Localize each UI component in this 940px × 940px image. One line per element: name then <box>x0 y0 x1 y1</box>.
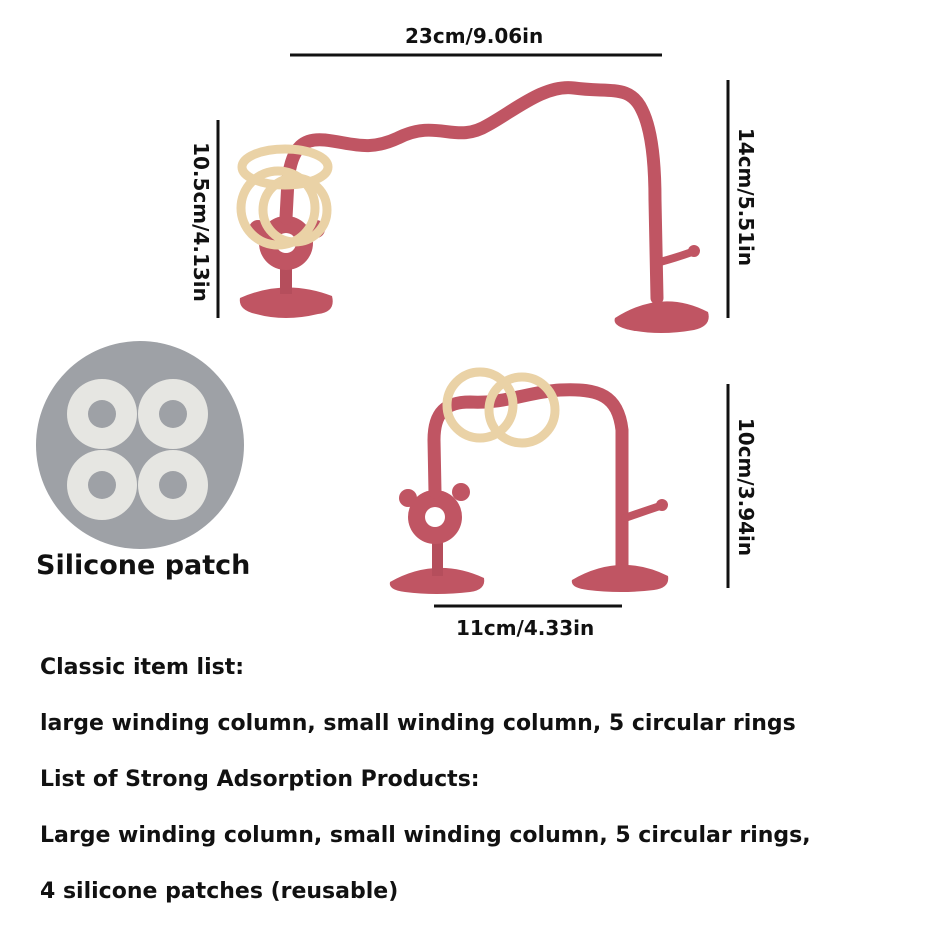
large-width-label: 23cm/9.06in <box>405 24 544 48</box>
silicone-patch-label: Silicone patch <box>36 550 251 581</box>
small-height-label: 10cm/3.94in <box>734 417 758 557</box>
small-column-rings <box>442 367 560 448</box>
large-winding-tube <box>279 81 664 305</box>
small-right-suction-cup <box>571 564 669 592</box>
classic-list-items: large winding column, small winding colu… <box>40 711 796 736</box>
strong-list-items-line2: 4 silicone patches (reusable) <box>40 879 399 904</box>
large-right-suction-cup <box>614 301 709 333</box>
small-width-label: 11cm/4.33in <box>456 616 595 640</box>
classic-list-heading: Classic item list: <box>40 655 245 680</box>
large-winding-column <box>236 81 709 333</box>
strong-list-items-line1: Large winding column, small winding colu… <box>40 823 811 848</box>
small-left-suction-cup <box>389 567 485 594</box>
large-column-rings <box>236 144 333 250</box>
large-left-height-label: 10.5cm/4.13in <box>189 142 213 302</box>
small-winding-column <box>389 367 669 594</box>
strong-list-heading: List of Strong Adsorption Products: <box>40 767 480 792</box>
product-illustration <box>36 53 730 608</box>
large-right-height-label: 14cm/5.51in <box>734 127 758 267</box>
small-winding-tube <box>427 383 629 582</box>
silicone-patches <box>36 341 244 549</box>
large-left-suction-cup <box>239 287 333 318</box>
small-bear-teether <box>399 483 470 544</box>
